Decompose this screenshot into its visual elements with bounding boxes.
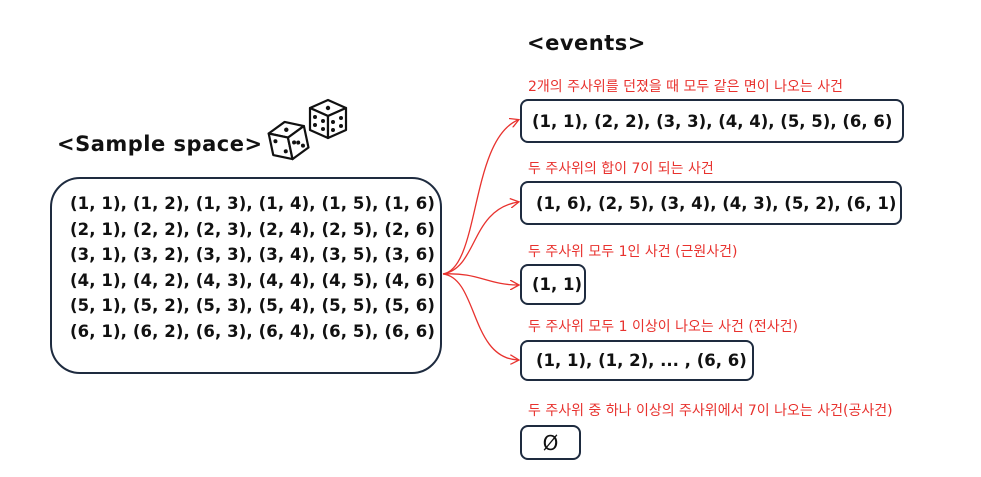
event-box: (1, 1), (2, 2), (3, 3), (4, 4), (5, 5), … — [520, 99, 904, 143]
arrow-3 — [442, 273, 518, 285]
event-value: (1, 6), (2, 5), (3, 4), (4, 3), (5, 2), … — [536, 193, 897, 213]
event-label: 2개의 주사위를 던졌을 때 모두 같은 면이 나오는 사건 — [528, 79, 843, 95]
sample-space-row: (3, 1), (3, 2), (3, 3), (3, 4), (3, 5), … — [70, 245, 435, 264]
event-box: (1, 1) — [520, 264, 586, 305]
event-label: 두 주사위 중 하나 이상의 주사위에서 7이 나오는 사건(공사건) — [528, 403, 893, 419]
event-value: (1, 1) — [532, 275, 583, 294]
sample-space-row: (5, 1), (5, 2), (5, 3), (5, 4), (5, 5), … — [70, 296, 435, 315]
event-value: (1, 1), (1, 2), ... , (6, 6) — [536, 351, 747, 370]
sample-space-row: (1, 1), (1, 2), (1, 3), (1, 4), (1, 5), … — [70, 194, 435, 213]
arrow-2 — [442, 202, 518, 275]
sample-space-box: (1, 1), (1, 2), (1, 3), (1, 4), (1, 5), … — [50, 177, 442, 374]
events-title: <events> — [527, 31, 646, 55]
sample-space-row: (4, 1), (4, 2), (4, 3), (4, 4), (4, 5), … — [70, 270, 435, 290]
sample-space-row: (2, 1), (2, 2), (2, 3), (2, 4), (2, 5), … — [70, 219, 435, 239]
event-box: Ø — [520, 425, 581, 460]
event-label: 두 주사위 모두 1인 사건 (근원사건) — [528, 244, 738, 260]
event-box: (1, 1), (1, 2), ... , (6, 6) — [520, 340, 754, 381]
event-box: (1, 6), (2, 5), (3, 4), (4, 3), (5, 2), … — [520, 181, 902, 225]
empty-set-symbol: Ø — [542, 430, 559, 455]
event-label: 두 주사위의 합이 7이 되는 사건 — [528, 161, 714, 177]
arrow-1 — [442, 120, 518, 275]
sample-space-title: <Sample space> — [57, 132, 263, 156]
event-label: 두 주사위 모두 1 이상이 나오는 사건 (전사건) — [528, 319, 798, 335]
dice-icon — [267, 98, 348, 161]
sample-space-row: (6, 1), (6, 2), (6, 3), (6, 4), (6, 5), … — [70, 321, 435, 341]
event-value: (1, 1), (2, 2), (3, 3), (4, 4), (5, 5), … — [532, 111, 893, 131]
arrow-4 — [442, 273, 518, 360]
